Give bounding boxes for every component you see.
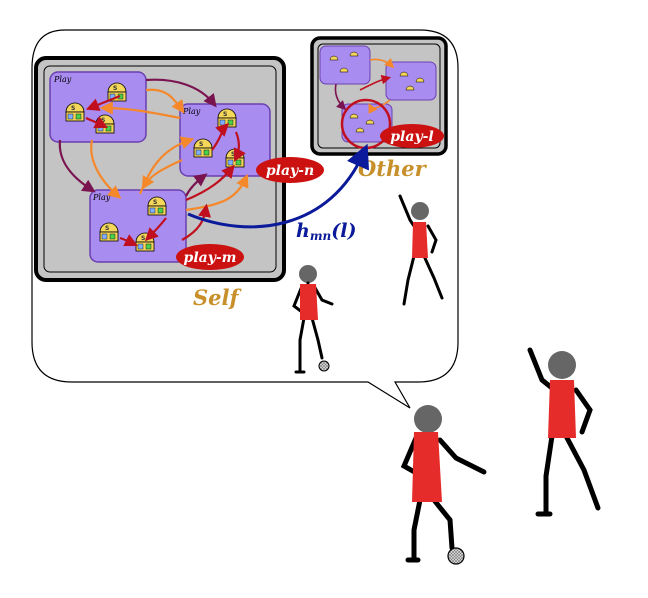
svg-text:S: S bbox=[105, 225, 109, 232]
svg-text:S: S bbox=[113, 85, 117, 92]
state-node: S bbox=[65, 102, 85, 122]
play-label: Play bbox=[53, 75, 72, 84]
play-label: Play bbox=[92, 193, 111, 202]
other-arrows bbox=[334, 58, 395, 114]
svg-text:S: S bbox=[153, 199, 157, 206]
svg-text:S: S bbox=[231, 151, 235, 158]
mapping-arrow bbox=[187, 143, 369, 229]
other-play-boxes bbox=[319, 45, 437, 143]
player-figure bbox=[400, 405, 487, 563]
transition-arrows bbox=[58, 78, 249, 246]
soccer-ball bbox=[318, 360, 330, 372]
play-label: Play bbox=[182, 107, 201, 116]
svg-text:S: S bbox=[71, 105, 75, 112]
player-figure bbox=[398, 194, 444, 306]
svg-text:S: S bbox=[101, 117, 105, 124]
soccer-ball bbox=[447, 547, 465, 565]
state-node: S bbox=[217, 108, 237, 128]
svg-text:play-m: play-m bbox=[184, 250, 237, 266]
svg-text:play-l: play-l bbox=[390, 129, 433, 145]
play-m-pill: play-m bbox=[176, 244, 244, 270]
state-node: S bbox=[225, 148, 245, 168]
svg-text:S: S bbox=[223, 111, 227, 118]
player-figure bbox=[292, 265, 334, 374]
state-node: S bbox=[147, 196, 167, 216]
play-n-pill: play-n bbox=[256, 157, 324, 183]
mapping-label: hmn(l) bbox=[296, 220, 356, 243]
state-node: S bbox=[99, 222, 119, 242]
state-node: S bbox=[193, 138, 213, 158]
svg-text:S: S bbox=[141, 235, 145, 242]
play-l-pill: play-l bbox=[380, 124, 444, 148]
player-figure bbox=[527, 347, 601, 517]
self-label: Self bbox=[193, 285, 243, 310]
other-label: Other bbox=[358, 156, 428, 181]
svg-text:S: S bbox=[199, 141, 203, 148]
svg-text:play-n: play-n bbox=[266, 163, 314, 179]
